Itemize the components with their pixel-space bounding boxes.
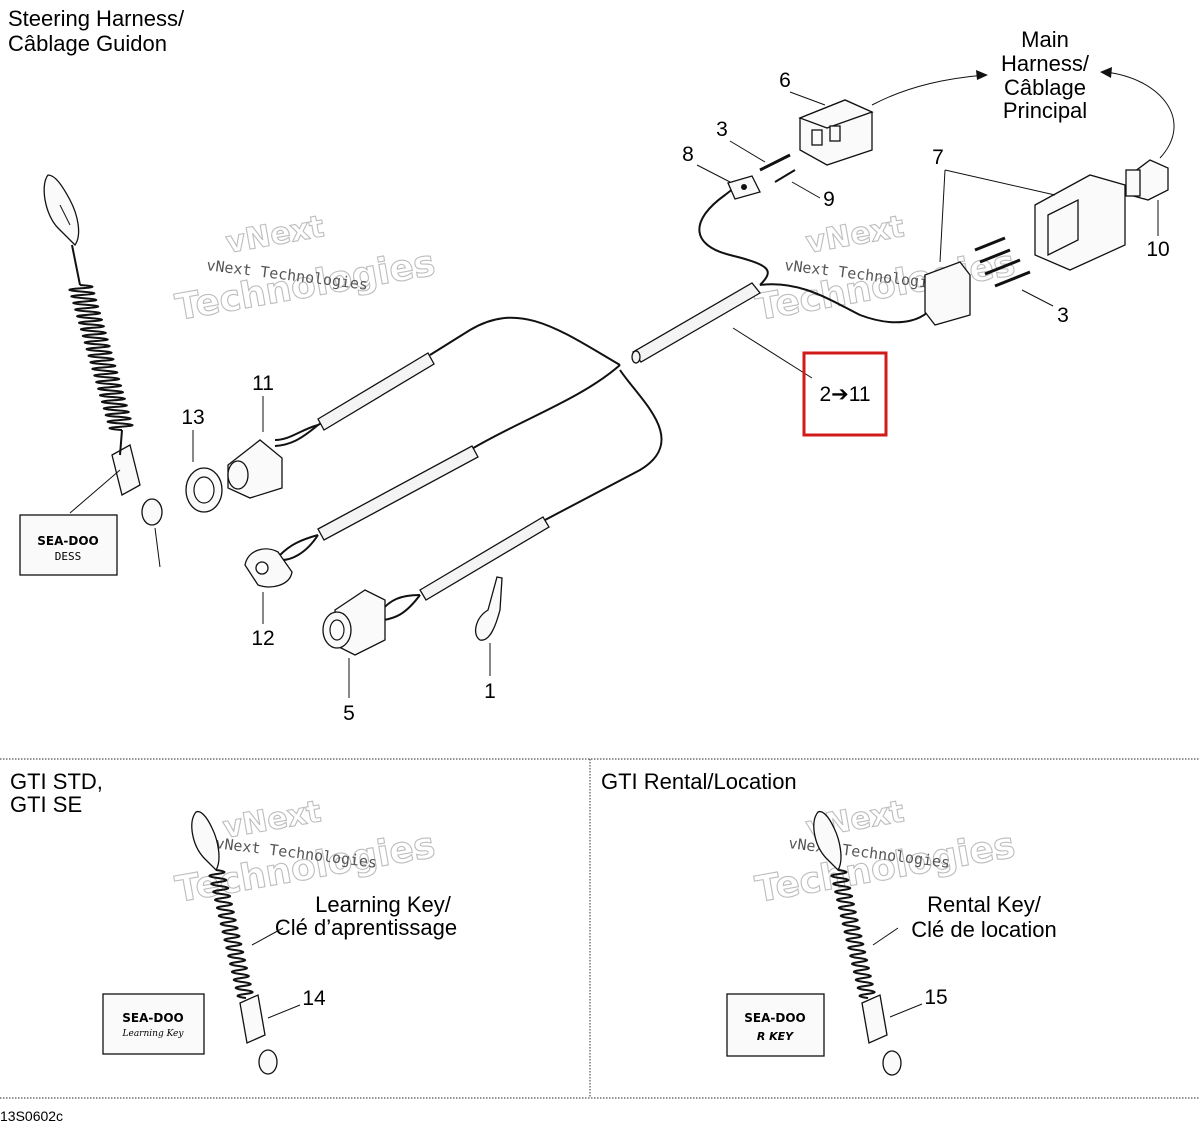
- callout-12: 13: [181, 406, 204, 429]
- watermark-top-right: vNext Technologies vNext Technologies: [752, 209, 1019, 330]
- learning-key-logo: SEA-DOO Learning Key: [102, 993, 205, 1055]
- connector-4: [798, 99, 874, 166]
- main-harness-label-line3: Câblage: [1004, 75, 1086, 100]
- svg-text:Learning Key: Learning Key: [122, 1029, 185, 1039]
- harness-trunk: [317, 282, 761, 601]
- main-harness-label-line2: Harness/: [1001, 51, 1090, 76]
- callout-15: 15: [924, 986, 947, 1009]
- arrow-head-right: [1100, 67, 1112, 78]
- svg-text:vNext: vNext: [223, 209, 326, 261]
- terminal-pins-3-top: [759, 153, 796, 183]
- sensor-9: [322, 589, 386, 656]
- learning-key-label-line1: Learning Key/: [315, 892, 452, 917]
- steering-harness-title-line2: Câblage Guidon: [8, 31, 167, 56]
- svg-text:SEA-DOO: SEA-DOO: [37, 534, 98, 548]
- rental-key-label-line2: Clé de location: [911, 917, 1057, 942]
- svg-text:vNext: vNext: [803, 209, 906, 261]
- cable-tie-1: [474, 576, 503, 641]
- gti-rental-title: GTI Rental/Location: [601, 769, 797, 794]
- range-highlight-box: [802, 351, 888, 437]
- svg-text:SEA-DOO: SEA-DOO: [744, 1011, 805, 1025]
- range-label: 2➔11: [819, 383, 870, 406]
- rental-key-logo: SEA-DOO R KEY: [726, 993, 825, 1057]
- rental-key-lanyard: [813, 810, 902, 1076]
- callout-6: 8: [682, 143, 694, 166]
- callout-1: 1: [484, 680, 496, 703]
- gti-std-title-line1: GTI STD,: [10, 769, 103, 794]
- svg-text:SEA-DOO: SEA-DOO: [122, 1011, 183, 1025]
- svg-text:DESS: DESS: [55, 550, 82, 563]
- main-harness-label-line4: Principal: [1003, 98, 1087, 123]
- callout-14: 14: [302, 987, 326, 1010]
- callout-5: 7: [932, 146, 944, 169]
- arrow-head-left: [976, 70, 988, 80]
- arrow-to-main-harness-left: [871, 74, 986, 106]
- callout-3-right: 3: [1057, 304, 1069, 327]
- dess-post-12-10: [185, 439, 283, 513]
- learning-key-lanyard: [191, 810, 278, 1075]
- steering-harness-title-line1: Steering Harness/: [8, 6, 185, 31]
- coil-cord-left: [68, 284, 134, 431]
- callout-11: 12: [251, 627, 274, 650]
- ring-terminal-11: [244, 548, 293, 588]
- learning-key-label-line2: Clé d’aprentissage: [275, 915, 457, 940]
- main-harness-label-line1: Main: [1021, 27, 1069, 52]
- callout-7: 9: [823, 188, 835, 211]
- callout-3-top: 3: [716, 118, 728, 141]
- lanyard-top: [43, 174, 81, 286]
- connector-5: [924, 174, 1126, 326]
- lanyard-bottom: [111, 429, 163, 526]
- gti-std-title-line2: GTI SE: [10, 792, 82, 817]
- plate-6: [727, 175, 761, 200]
- dess-key-logo: SEA-DOO DESS: [19, 514, 118, 576]
- rental-key-label-line1: Rental Key/: [927, 892, 1042, 917]
- callout-4: 6: [779, 69, 791, 92]
- figure-code: 13S0602c: [0, 1108, 63, 1124]
- arrow-to-main-harness-right: [1104, 71, 1175, 159]
- callout-8: 10: [1146, 238, 1169, 261]
- bracket-8: [1125, 159, 1169, 201]
- callout-10: 11: [252, 372, 274, 395]
- terminal-pins-3-right: [974, 236, 1031, 288]
- callout-9: 5: [343, 702, 355, 725]
- svg-text:R KEY: R KEY: [757, 1030, 794, 1043]
- watermark-top-left: vNext Technologies vNext Technologies: [172, 209, 439, 330]
